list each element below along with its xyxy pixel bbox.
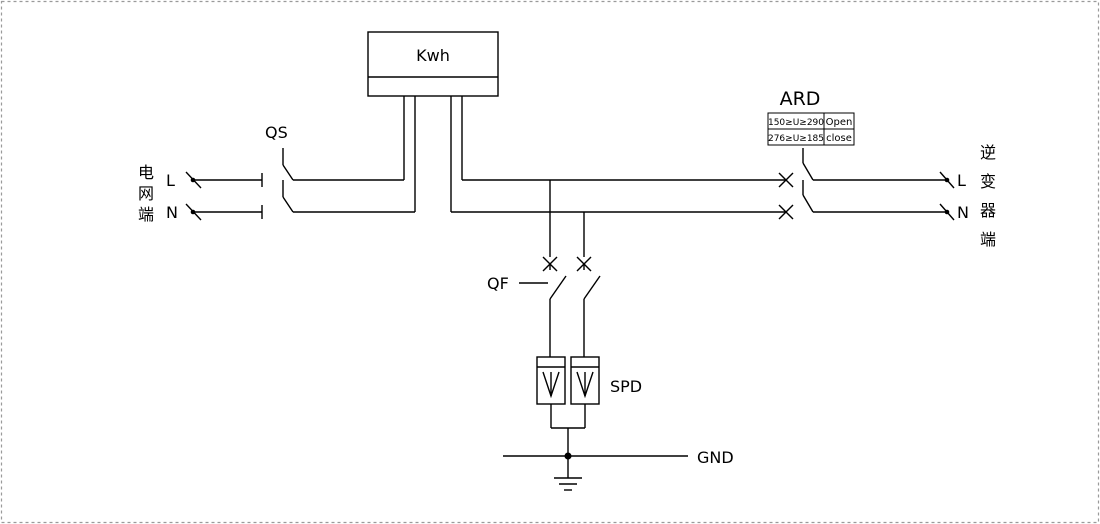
grid-side-char-3: 端 xyxy=(138,205,154,224)
qs-label: QS xyxy=(265,123,288,142)
inverter-L-label: L xyxy=(957,171,966,190)
grid-L-label: L xyxy=(166,171,175,190)
inverter-side-char-1: 逆 xyxy=(980,143,996,162)
kwh-meter xyxy=(367,31,499,97)
inverter-side-char-2: 变 xyxy=(980,172,996,191)
inverter-side-char-3: 器 xyxy=(980,201,996,220)
qf-breaker xyxy=(519,256,601,300)
inverter-N-terminal xyxy=(939,203,955,221)
earth-symbol xyxy=(554,456,582,491)
spd-ground-join xyxy=(550,404,586,456)
inverter-side-char-4: 端 xyxy=(980,230,996,249)
inverter-N-label: N xyxy=(957,203,969,222)
ard-setting-table xyxy=(767,112,855,146)
grid-side-label: 电 网 端 xyxy=(138,163,154,224)
qf-to-spd-wires xyxy=(549,299,585,357)
grid-side-char-1: 电 xyxy=(138,163,154,182)
spd-unit-1 xyxy=(536,356,566,405)
grid-side-char-2: 网 xyxy=(138,184,154,203)
spd-label: SPD xyxy=(610,377,642,396)
ard-condition-2: 276≥U≥185 xyxy=(768,134,824,144)
spd-branch-drops xyxy=(549,180,585,257)
kwh-meter-label: Kwh xyxy=(416,46,450,65)
ard-label: ARD xyxy=(780,88,821,110)
ard-breaker xyxy=(778,148,814,220)
qf-label: QF xyxy=(487,274,509,293)
ard-condition-1: 150≥U≥290 xyxy=(768,118,824,128)
ard-action-2: close xyxy=(826,133,852,144)
spd-unit-2 xyxy=(570,356,600,405)
grid-N-label: N xyxy=(166,203,178,222)
meter-leads xyxy=(403,96,463,212)
inverter-L-terminal xyxy=(939,171,955,189)
gnd-label: GND xyxy=(697,448,734,467)
qs-switch xyxy=(261,148,294,219)
ard-action-1: Open xyxy=(826,117,853,128)
inverter-side-label: 逆 变 器 端 xyxy=(980,143,996,249)
